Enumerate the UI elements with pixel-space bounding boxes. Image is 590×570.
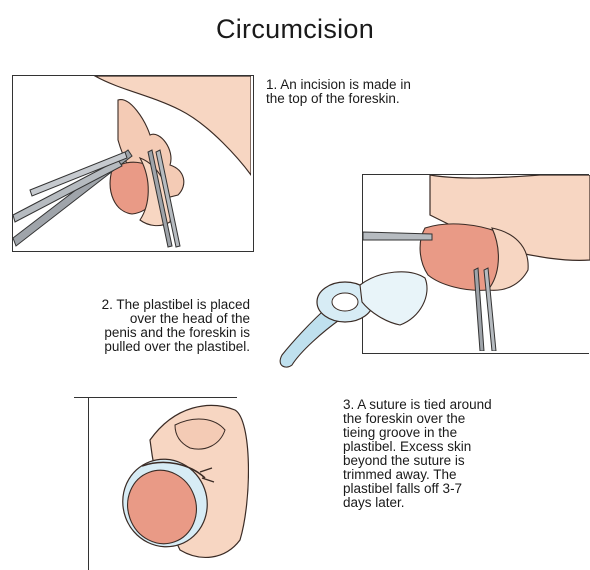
step-3-illustration <box>0 0 590 570</box>
